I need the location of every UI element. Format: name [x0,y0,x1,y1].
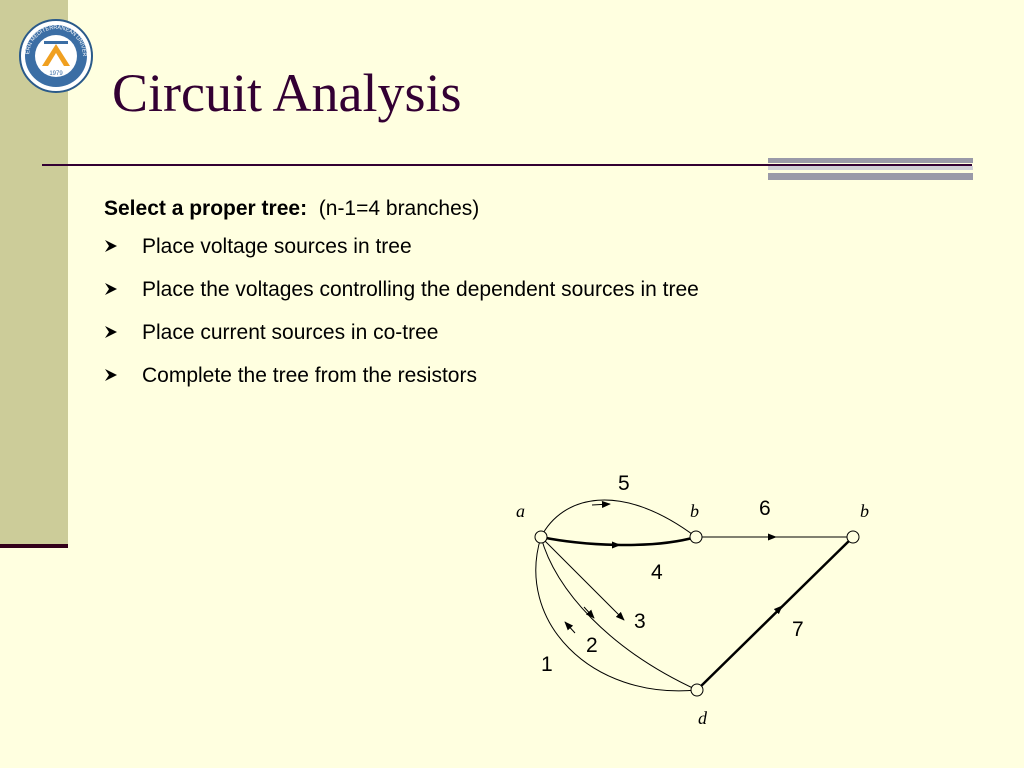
branch-2-arrow [583,606,595,619]
arrow-bullet-icon [104,235,142,259]
node-a [534,530,548,544]
intro-line: Select a proper tree: (n-1=4 branches) [104,197,984,221]
node-label-b1: b [690,501,699,521]
title-divider [42,164,972,166]
arrow-bullet-icon [104,321,142,345]
bullet-text: Complete the tree from the resistors [142,364,477,387]
bullet-item: Place the voltages controlling the depen… [104,278,984,302]
branch-label-1: 1 [541,653,553,676]
node-label-d: d [698,708,708,728]
slide-content: Select a proper tree: (n-1=4 branches) P… [104,197,984,407]
left-accent-rule [0,544,68,548]
branch-label-4: 4 [651,561,663,584]
university-logo: EASTERN MEDITERRANEAN UNIVERSITY 1979 [18,18,93,93]
title-accent-bars [768,158,973,183]
branch-label-3: 3 [634,610,646,633]
node-b1 [689,530,703,544]
arrow-bullet-icon [104,278,142,302]
node-label-a: a [516,501,525,521]
node-d [690,683,704,697]
bullet-text: Place the voltages controlling the depen… [142,278,699,301]
logo-year: 1979 [49,71,63,77]
node-label-b2: b [860,501,869,521]
bullet-text: Place current sources in co-tree [142,321,439,344]
branch-label-7: 7 [792,618,804,641]
bullet-item: Complete the tree from the resistors [104,364,984,388]
bullet-text: Place voltage sources in tree [142,235,412,258]
bullet-list: Place voltage sources in tree Place the … [104,235,984,388]
branch-5-arc [540,499,697,538]
bullet-item: Place voltage sources in tree [104,235,984,259]
branch-1-arrow [564,621,576,634]
branch-5-arrow [591,500,611,509]
intro-label: Select a proper tree: [104,197,308,220]
branch-4-line [540,535,697,547]
branch-3-line [540,536,625,621]
branch-label-2: 2 [586,634,598,657]
slide-title: Circuit Analysis [112,63,462,123]
intro-note: (n-1=4 branches) [318,197,480,220]
branch-label-6: 6 [759,497,771,520]
node-b2 [846,530,860,544]
branch-label-5: 5 [618,472,630,495]
arrow-bullet-icon [104,364,142,388]
branch-7-arrow [771,605,783,617]
branch-1-line [535,536,698,692]
bullet-item: Place current sources in co-tree [104,321,984,345]
